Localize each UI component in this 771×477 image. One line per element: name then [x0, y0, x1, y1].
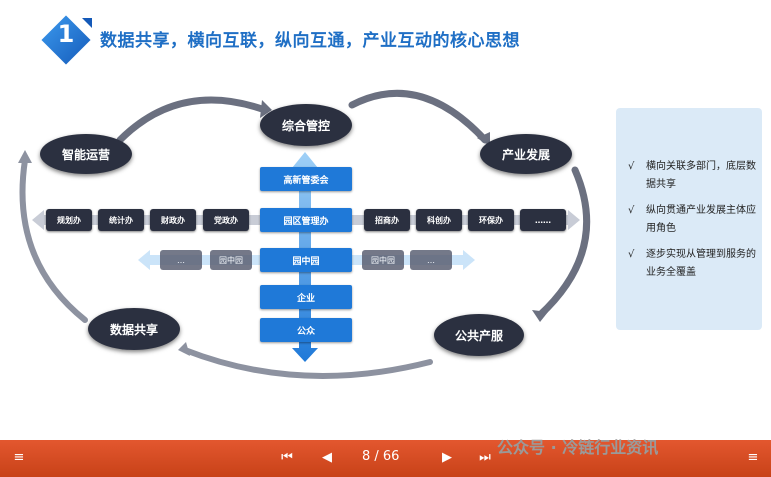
row1-box: 环保办 — [468, 209, 514, 231]
row2-box: … — [160, 250, 202, 270]
row1-box: 招商办 — [364, 209, 410, 231]
prev-page-icon[interactable]: ◀ — [322, 450, 332, 465]
side-item: √ 纵向贯通产业发展主体应用角色 — [628, 202, 758, 238]
vbox-guanliban: 园区管理办 — [260, 208, 352, 232]
menu-left-icon[interactable]: ≡ — [13, 450, 25, 465]
node-bottom-right: 公共产服 — [434, 314, 524, 356]
vbox-qiye: 企业 — [260, 285, 352, 309]
slide-title: 数据共享，横向互联，纵向互通，产业互动的核心思想 — [100, 31, 520, 51]
side-panel: √ 横向关联多部门，底层数据共享 √ 纵向贯通产业发展主体应用角色 √ 逐步实现… — [616, 108, 762, 330]
node-top-right: 产业发展 — [480, 134, 572, 174]
check-icon: √ — [628, 205, 635, 216]
node-bottom-left: 数据共享 — [88, 308, 180, 350]
node-top-left: 智能运营 — [40, 134, 132, 174]
row1-box: …… — [520, 209, 566, 231]
row2-box: 园中园 — [210, 250, 252, 270]
last-page-icon[interactable]: ⏭ — [479, 450, 491, 465]
watermark: 公众号 · 冷链行业资讯 — [497, 438, 659, 457]
row2-box: … — [410, 250, 452, 270]
slide: 1 数据共享，横向互联，纵向互通，产业互动的核心思想 — [18, 12, 762, 379]
vbox-yuanzhongyuan: 园中园 — [260, 248, 352, 272]
page-indicator: 8 / 66 — [362, 449, 400, 464]
row1-box: 规划办 — [46, 209, 92, 231]
side-item: √ 逐步实现从管理到服务的业务全覆盖 — [628, 246, 758, 282]
row1-box: 党政办 — [203, 209, 249, 231]
node-top: 综合管控 — [260, 104, 352, 146]
presentation-toolbar: ≡ ⏮ ◀ 8 / 66 ▶ ⏭ ≡ — [0, 440, 771, 477]
row1-box: 科创办 — [416, 209, 462, 231]
vbox-guanweihui: 高新管委会 — [260, 167, 352, 191]
row1-box: 统计办 — [98, 209, 144, 231]
next-page-icon[interactable]: ▶ — [442, 450, 452, 465]
number-badge — [38, 12, 94, 68]
row2-box: 园中园 — [362, 250, 404, 270]
row1-box: 财政办 — [150, 209, 196, 231]
first-page-icon[interactable]: ⏮ — [281, 450, 293, 465]
check-icon: √ — [628, 161, 635, 172]
side-item: √ 横向关联多部门，底层数据共享 — [628, 158, 758, 194]
vbox-gongzhong: 公众 — [260, 318, 352, 342]
menu-right-icon[interactable]: ≡ — [747, 450, 759, 465]
badge-number: 1 — [57, 20, 75, 48]
check-icon: √ — [628, 249, 635, 260]
